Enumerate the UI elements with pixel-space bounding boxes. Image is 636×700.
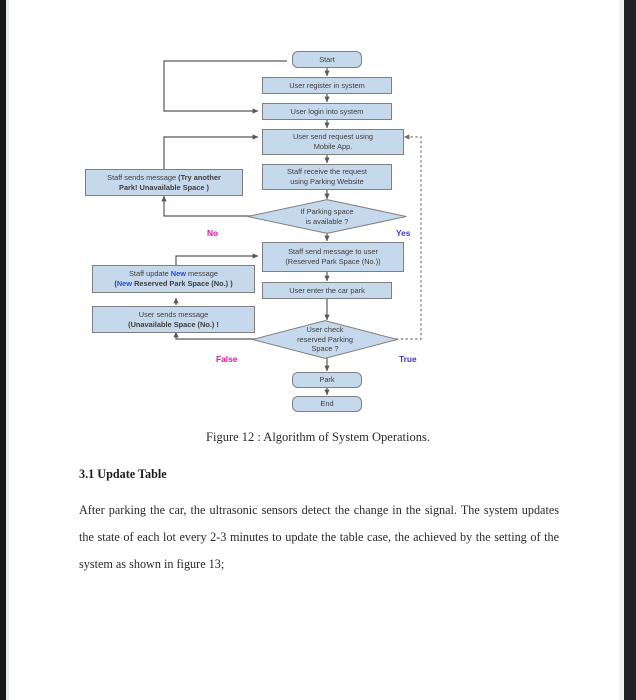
flow-node-park: Park xyxy=(292,372,362,388)
page-left-edge-bar xyxy=(0,0,6,700)
flow-node-user-login: User login into system xyxy=(262,103,392,120)
flow-node-start: Start xyxy=(292,51,362,68)
flow-node-user-register-label: User register in system xyxy=(289,80,365,90)
staff-update-post: message xyxy=(185,269,219,279)
flow-node-user-login-label: User login into system xyxy=(290,106,364,116)
flow-node-staff-update-new-message: Staff update New message (New Reserved P… xyxy=(92,265,255,293)
flow-decision-1-line2: is available ? xyxy=(305,216,349,226)
flow-node-user-sends-line1: User sends message xyxy=(138,309,209,319)
body-paragraph-text: After parking the car, the ultrasonic se… xyxy=(79,503,559,571)
flow-node-user-sends-unavailable: User sends message (Unavailable Space (N… xyxy=(92,306,255,333)
flow-edge-label-no: No xyxy=(207,228,218,238)
flow-decision-2-shape xyxy=(252,320,398,359)
flow-node-user-sends-line2: (Unavailable Space (No.) ! xyxy=(128,319,219,329)
flow-edge-label-yes-text: Yes xyxy=(396,228,411,238)
body-paragraph: After parking the car, the ultrasonic se… xyxy=(79,497,559,578)
flow-decision-user-check-reserved: User check reserved Parking Space ? xyxy=(252,320,398,359)
page-left-inner-edge xyxy=(6,0,9,700)
flow-decision-1-line1: If Parking space xyxy=(300,206,354,216)
page-right-inner-edge xyxy=(619,0,624,700)
flow-node-staff-update-line2: (New Reserved Park Space (No.) ) xyxy=(114,279,232,289)
flow-decision-2-line2: reserved Parking xyxy=(297,334,353,344)
flow-edge-label-true-text: True xyxy=(399,354,417,364)
staff-update-l2-open: ( xyxy=(114,279,117,288)
flow-edge-label-yes: Yes xyxy=(396,228,410,238)
flow-node-user-send-request-line1: User send request using xyxy=(292,132,374,142)
flow-node-user-send-request-line2: Mobile App. xyxy=(313,142,353,151)
flow-node-staff-receive-request: Staff receive the request using Parking … xyxy=(262,164,392,190)
flow-node-staff-receive-line1: Staff receive the request xyxy=(287,167,367,177)
section-heading: 3.1 Update Table xyxy=(79,467,167,482)
flow-decision-parking-space-available: If Parking space is available ? xyxy=(247,199,407,234)
flow-node-park-label: Park xyxy=(319,375,335,384)
staff-update-l2-new-keyword: New xyxy=(116,279,133,288)
flow-node-staff-sends-unavailable: Staff sends message (Try another Park! U… xyxy=(85,169,243,196)
flow-node-staff-sends-unavailable-line2: Park! Unavailable Space ) xyxy=(119,182,209,192)
flow-node-staff-update-line1: Staff update New message xyxy=(129,269,218,279)
flow-edge-label-false: False xyxy=(216,354,237,364)
flow-decision-2-line3: Space ? xyxy=(311,344,339,354)
flow-edge-label-no-text: No xyxy=(207,228,219,238)
flow-node-staff-send-msg-line1: Staff send message to user xyxy=(288,247,378,257)
flow-edge-label-true: True xyxy=(399,354,417,364)
staff-update-l2-rest: Reserved Park Space (No.) ) xyxy=(132,279,233,288)
flow-node-user-enter-label: User enter the car park xyxy=(289,285,365,295)
flow-node-staff-send-message-to-user: Staff send message to user (Reserved Par… xyxy=(262,242,404,272)
figure-caption: Figure 12 : Algorithm of System Operatio… xyxy=(0,430,636,445)
flow-decision-1-shape xyxy=(247,199,407,234)
flow-node-end-label: End xyxy=(320,399,334,408)
section-heading-text: 3.1 Update Table xyxy=(79,467,167,481)
page-right-edge-bar xyxy=(624,0,636,700)
flow-decision-1-text: If Parking space is available ? xyxy=(301,207,354,226)
flow-edge-label-false-text: False xyxy=(216,354,238,364)
flow-node-staff-send-msg-line2: (Reserved Park Space (No.)) xyxy=(285,257,381,266)
flow-node-user-send-request: User send request using Mobile App. xyxy=(262,129,404,155)
staff-sends-plain: Staff sends message xyxy=(107,172,179,182)
staff-update-new-keyword: New xyxy=(170,269,186,279)
flow-node-user-enter-car-park: User enter the car park xyxy=(262,282,392,299)
staff-update-pre: Staff update xyxy=(128,269,171,279)
flow-decision-2-text: User check reserved Parking Space ? xyxy=(297,325,353,354)
flow-node-user-register: User register in system xyxy=(262,77,392,94)
flow-node-start-label: Start xyxy=(319,54,335,64)
flow-node-staff-sends-unavailable-line1: Staff sends message (Try another xyxy=(107,173,221,183)
flowchart-connectors xyxy=(161,60,422,396)
staff-sends-bold: (Try another xyxy=(178,172,221,182)
figure-caption-text: Figure 12 : Algorithm of System Operatio… xyxy=(206,430,430,444)
flow-node-end: End xyxy=(292,396,362,412)
flow-decision-2-line1: User check xyxy=(306,325,344,335)
flow-node-staff-receive-line2: using Parking Website xyxy=(290,177,364,186)
flowchart-figure: Start User register in system User login… xyxy=(85,51,422,412)
